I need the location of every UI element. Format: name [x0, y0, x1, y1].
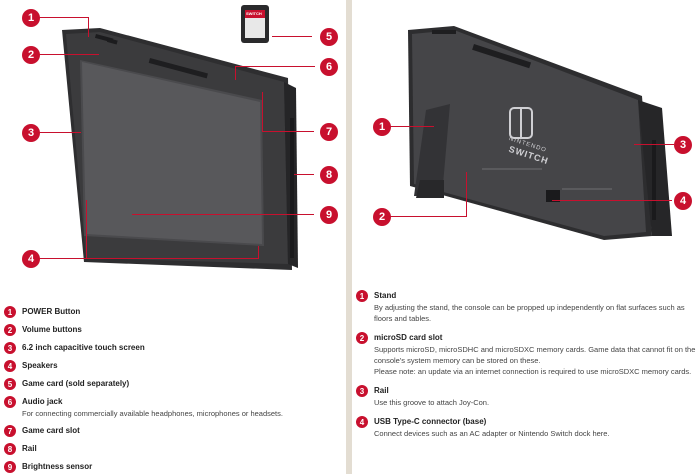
front-legend: 1 POWER Button 2 Volume buttons 3 6.2 in…: [4, 306, 340, 474]
callout-line-microsd: [390, 216, 466, 217]
callout-line-1: [39, 17, 89, 18]
callout-badge-2: 2: [22, 46, 40, 64]
callout-line-7b: [262, 92, 263, 132]
legend-title: microSD card slot: [374, 333, 443, 342]
callout-badge-microsd: 2: [373, 208, 391, 226]
legend-number: 2: [4, 324, 16, 336]
back-legend: 1 Stand By adjusting the stand, the cons…: [356, 290, 696, 445]
legend-number: 1: [356, 290, 368, 302]
legend-desc: Use this groove to attach Joy-Con.: [374, 398, 490, 407]
console-front-illustration: [62, 28, 298, 270]
legend-item-screen: 3 6.2 inch capacitive touch screen: [4, 342, 340, 354]
legend-number: 8: [4, 443, 16, 455]
callout-line-4c: [258, 246, 259, 258]
callout-badge-6: 6: [320, 58, 338, 76]
callout-badge-rail: 3: [674, 136, 692, 154]
legend-item-speakers: 4 Speakers: [4, 360, 340, 372]
callout-line-8: [294, 174, 314, 175]
legend-title: 6.2 inch capacitive touch screen: [22, 343, 145, 352]
callout-line-9: [132, 214, 314, 215]
legend-item-audio-jack: 6 Audio jack For connecting commercially…: [4, 396, 340, 419]
legend-desc: Supports microSD, microSDHC and microSDX…: [374, 345, 696, 365]
callout-line-rail: [634, 144, 674, 145]
legend-title: Stand: [374, 291, 397, 300]
console-back-illustration: [408, 26, 672, 240]
callout-line-1b: [88, 17, 89, 37]
legend-number: 1: [4, 306, 16, 318]
legend-title: Rail: [374, 386, 389, 395]
legend-desc: For connecting commercially available he…: [22, 409, 283, 418]
legend-item-game-card-slot: 7 Game card slot: [4, 425, 340, 437]
legend-item-game-card: 5 Game card (sold separately): [4, 378, 340, 390]
callout-line-stand: [390, 126, 434, 127]
legend-number: 7: [4, 425, 16, 437]
legend-item-power: 1 POWER Button: [4, 306, 340, 318]
callout-badge-7: 7: [320, 123, 338, 141]
game-card-brand: SWITCH: [246, 11, 262, 16]
callout-badge-4: 4: [22, 250, 40, 268]
legend-title: Speakers: [22, 361, 58, 370]
legend-item-rail: 3 Rail Use this groove to attach Joy-Con…: [356, 385, 696, 408]
legend-item-rail: 8 Rail: [4, 443, 340, 455]
callout-badge-8: 8: [320, 166, 338, 184]
callout-badge-1: 1: [22, 9, 40, 27]
callout-line-7: [262, 131, 314, 132]
callout-line-6b: [235, 66, 236, 80]
callout-line-4: [39, 258, 259, 259]
legend-title: POWER Button: [22, 307, 81, 316]
legend-item-stand: 1 Stand By adjusting the stand, the cons…: [356, 290, 696, 324]
callout-line-6: [235, 66, 315, 67]
legend-number: 3: [356, 385, 368, 397]
legend-number: 4: [356, 416, 368, 428]
callout-badge-stand: 1: [373, 118, 391, 136]
callout-line-microsd-b: [466, 172, 467, 217]
legend-number: 9: [4, 461, 16, 473]
legend-title: USB Type-C connector (base): [374, 417, 487, 426]
legend-number: 5: [4, 378, 16, 390]
callout-line-5: [272, 36, 312, 37]
legend-desc: By adjusting the stand, the console can …: [374, 303, 685, 323]
callout-badge-5: 5: [320, 28, 338, 46]
legend-note: Please note: an update via an internet c…: [374, 367, 692, 376]
legend-title: Volume buttons: [22, 325, 82, 334]
back-panel: NINTENDO SWITCH 1 2 3 4 1 Stand By adjus…: [352, 0, 700, 474]
callout-line-usb: [552, 200, 672, 201]
legend-title: Brightness sensor: [22, 462, 93, 471]
legend-number: 4: [4, 360, 16, 372]
callout-line-2: [39, 54, 99, 55]
callout-line-4b: [86, 200, 87, 258]
legend-number: 3: [4, 342, 16, 354]
legend-title: Audio jack: [22, 397, 63, 406]
legend-item-microsd: 2 microSD card slot Supports microSD, mi…: [356, 332, 696, 377]
panel-divider: [346, 0, 352, 474]
callout-badge-9: 9: [320, 206, 338, 224]
legend-desc: Connect devices such as an AC adapter or…: [374, 429, 610, 438]
legend-title: Game card (sold separately): [22, 379, 130, 388]
callout-badge-3: 3: [22, 124, 40, 142]
callout-badge-usb: 4: [674, 192, 692, 210]
callout-line-3: [39, 132, 81, 133]
legend-item-volume: 2 Volume buttons: [4, 324, 340, 336]
legend-item-usb: 4 USB Type-C connector (base) Connect de…: [356, 416, 696, 439]
legend-number: 2: [356, 332, 368, 344]
game-card-icon: SWITCH: [241, 5, 269, 43]
legend-title: Rail: [22, 444, 37, 453]
front-panel: SWITCH 1 2 3 4 5 6 7 8 9 1 POWER Button …: [0, 0, 346, 474]
legend-title: Game card slot: [22, 426, 80, 435]
legend-item-brightness: 9 Brightness sensor: [4, 461, 340, 473]
legend-number: 6: [4, 396, 16, 408]
